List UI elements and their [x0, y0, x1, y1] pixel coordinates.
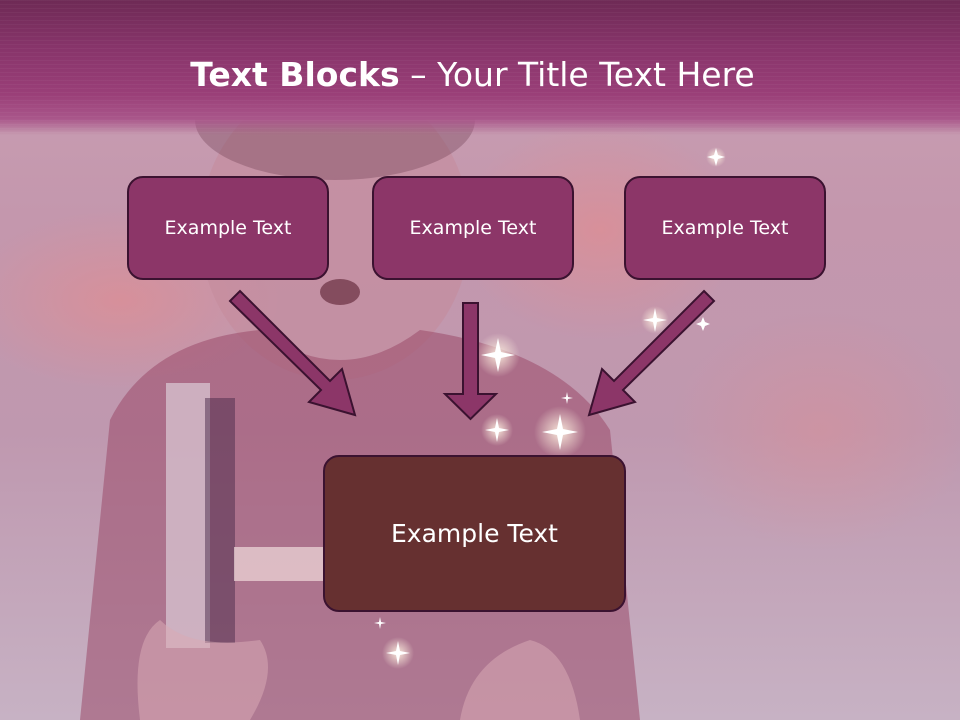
title-separator: –: [399, 55, 438, 94]
title-band: [0, 0, 960, 135]
text-block-3[interactable]: Example Text: [624, 176, 826, 280]
slide-title: Text Blocks – Your Title Text Here: [0, 52, 945, 98]
text-block-3-label: Example Text: [661, 217, 789, 239]
text-block-1-label: Example Text: [164, 217, 292, 239]
text-block-main[interactable]: Example Text: [323, 455, 626, 612]
title-rest: Your Title Text Here: [437, 55, 755, 94]
text-block-2-label: Example Text: [409, 217, 537, 239]
text-block-1[interactable]: Example Text: [127, 176, 329, 280]
text-block-main-label: Example Text: [391, 519, 558, 548]
text-block-2[interactable]: Example Text: [372, 176, 574, 280]
title-bold: Text Blocks: [190, 55, 400, 94]
